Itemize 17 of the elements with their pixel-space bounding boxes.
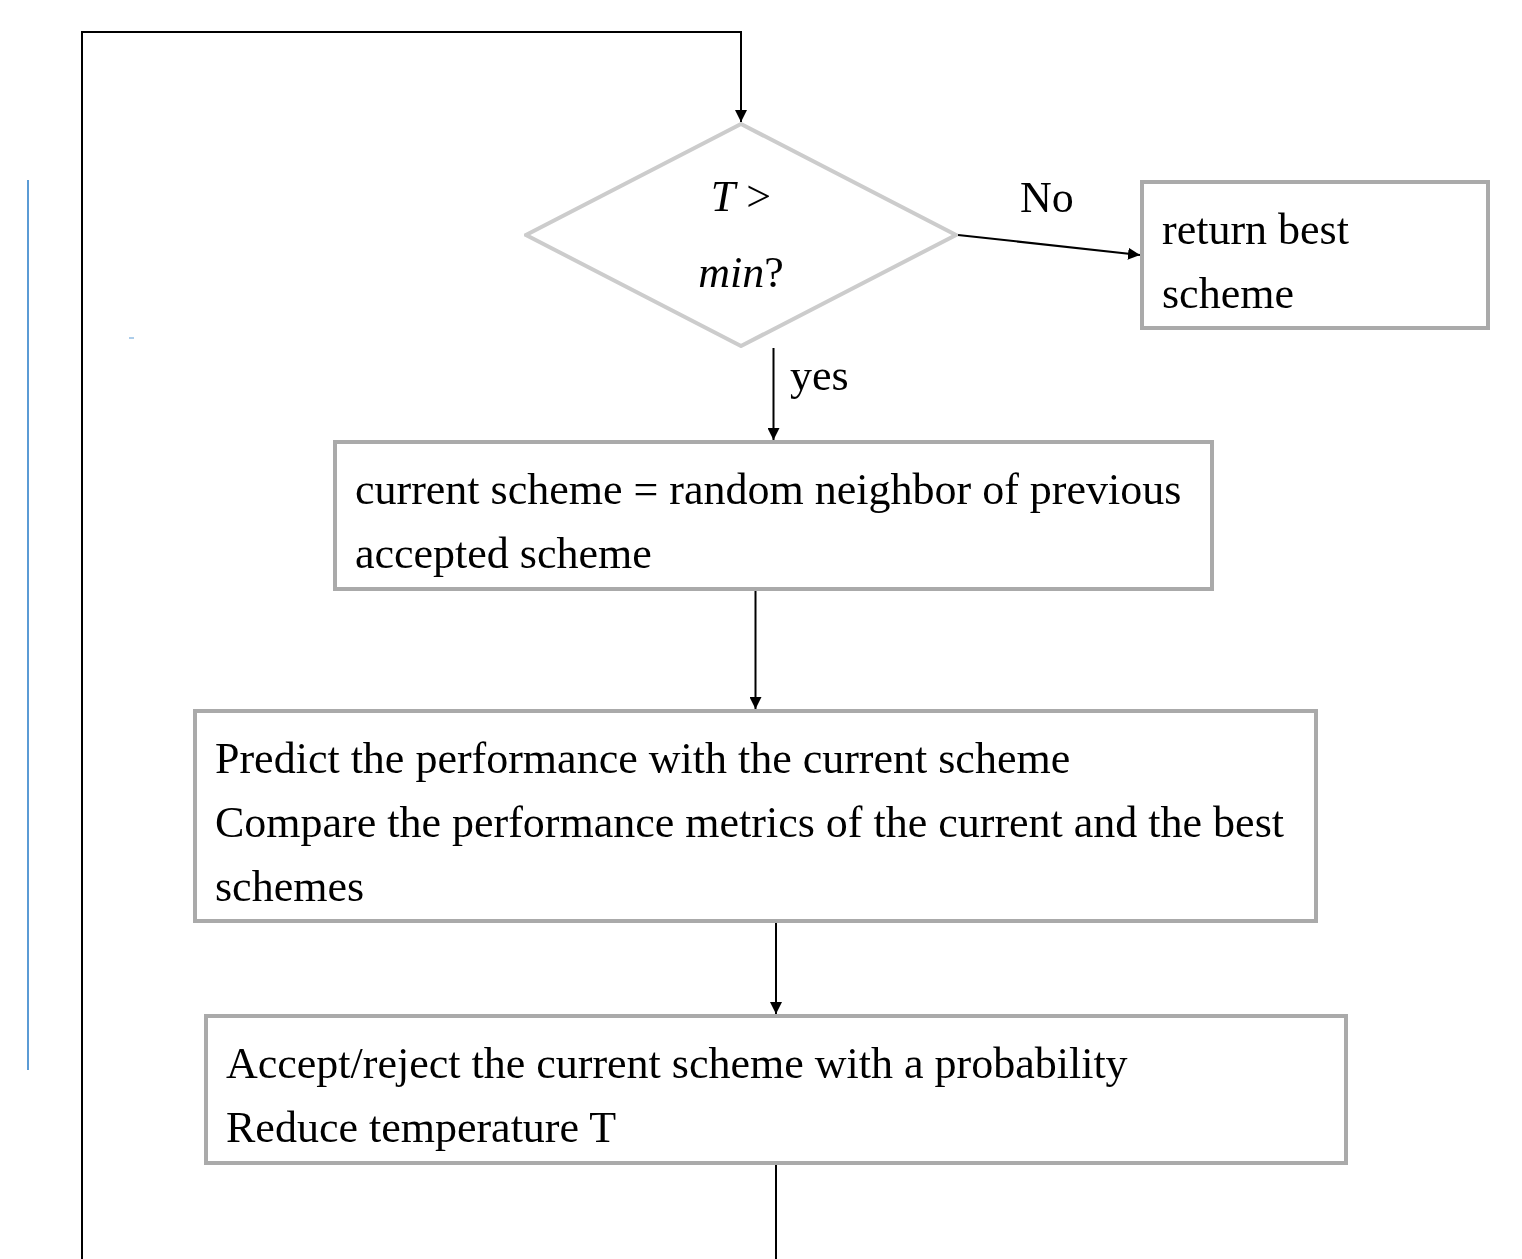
process-box bbox=[333, 440, 1214, 591]
step-text: Reduce temperature T bbox=[226, 1102, 618, 1154]
process-box bbox=[204, 1014, 1348, 1165]
step-text: Accept/reject the current scheme with a probability bbox=[226, 1038, 1129, 1090]
step-text: current scheme = random neighbor of previous accepted scheme bbox=[355, 464, 1183, 580]
arrow bbox=[81, 31, 777, 1259]
process-box bbox=[193, 709, 1318, 923]
decision-text: T > min? bbox=[697, 171, 785, 299]
step-text: return best scheme bbox=[1162, 204, 1350, 320]
step-text: Predict the performance with the current scheme bbox=[215, 733, 1072, 785]
arrow bbox=[957, 234, 1141, 260]
arrow bbox=[749, 590, 762, 710]
arrow bbox=[770, 922, 782, 1015]
arrow bbox=[767, 347, 780, 441]
step-text: Compare the performance metrics of the current and the best schemes bbox=[215, 797, 1285, 913]
decision-diamond bbox=[524, 122, 958, 348]
process-box bbox=[1140, 180, 1490, 330]
